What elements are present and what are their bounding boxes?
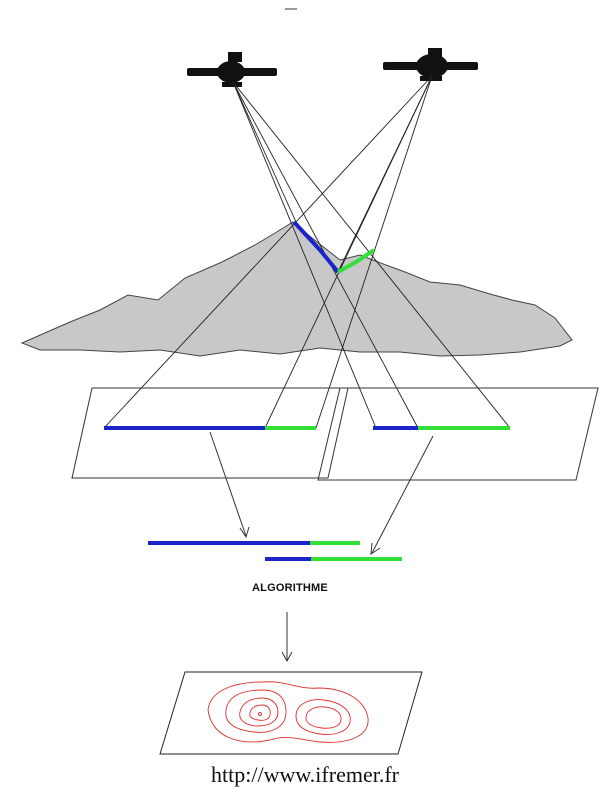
image-plane-right <box>317 387 599 481</box>
arrow-algorithm-to-map <box>281 612 293 663</box>
arrow-right-plane-to-profile <box>370 435 434 555</box>
satellite-right-icon <box>383 48 478 81</box>
terrain-shape <box>20 221 573 357</box>
satellite-left-icon <box>187 52 277 87</box>
arrow-left-plane-to-profile <box>209 431 250 539</box>
sight-lines-right <box>103 75 433 429</box>
image-plane-left <box>71 387 349 479</box>
source-url: http://www.ifremer.fr <box>211 762 399 787</box>
contour-lines <box>207 681 369 743</box>
stray-mark <box>285 8 297 10</box>
terrain-blue-segment <box>292 220 340 274</box>
terrain-green-segment <box>337 248 376 274</box>
algorithm-label: ALGORITHME <box>252 582 328 594</box>
contour-map-plane <box>159 671 423 755</box>
